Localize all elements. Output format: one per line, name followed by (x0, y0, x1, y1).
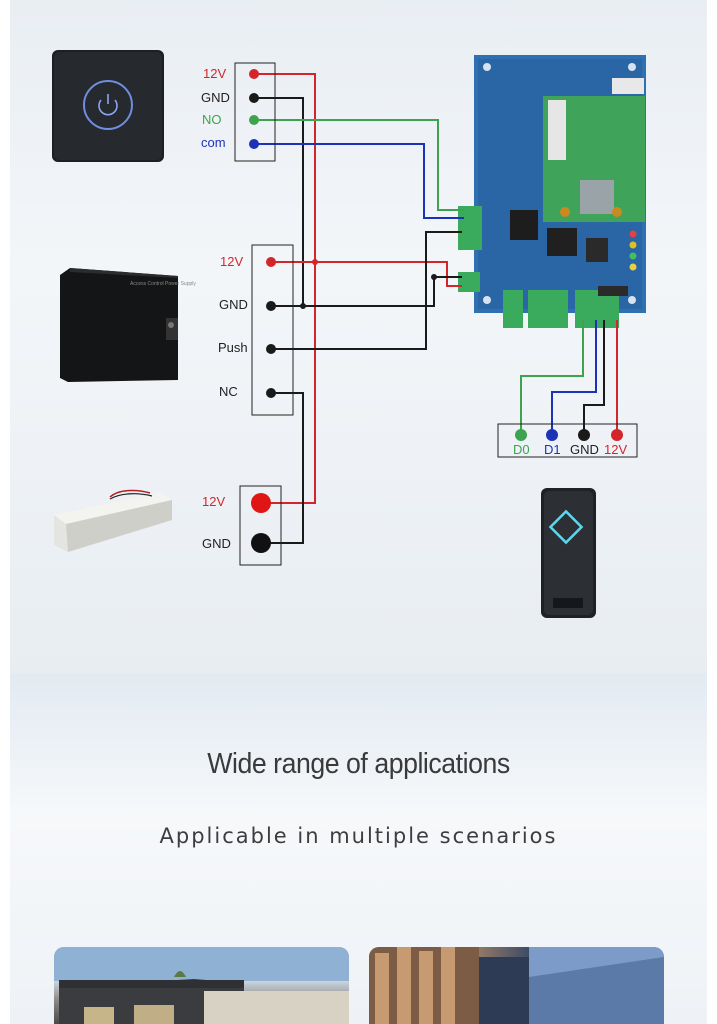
exit-label-12v: 12V (203, 66, 227, 81)
psu-label-gnd: GND (219, 297, 248, 312)
wires (254, 73, 618, 544)
building-image (369, 947, 664, 1024)
psu-label-nc: NC (219, 384, 238, 399)
lock-label-12v: 12V (202, 494, 226, 509)
exit-label-no: NO (202, 112, 222, 127)
reader-label-d1: D1 (544, 442, 561, 457)
exit-label-com: com (201, 135, 226, 150)
lock-label-gnd: GND (202, 536, 231, 551)
terminal-boxes (234, 62, 638, 566)
reader-label-12v: 12V (604, 442, 628, 457)
power-box-label: Access Control Power Supply (130, 281, 196, 287)
access-control-board (458, 55, 646, 328)
exit-label-gnd: GND (201, 90, 230, 105)
applications-subtitle: Applicable in multiple scenarios (159, 824, 558, 848)
application-photo-villa (54, 947, 349, 1024)
power-supply-box: Access Control Power Supply (60, 268, 196, 382)
reader-label-gnd: GND (570, 442, 599, 457)
villa-image (54, 947, 349, 1024)
reader-label-d0: D0 (513, 442, 530, 457)
wiring-svg: Access Control Power Supply (52, 50, 646, 618)
psu-label-push: Push (218, 340, 248, 355)
exit-button-device (52, 50, 164, 162)
application-photo-building (369, 947, 664, 1024)
card-reader-device (541, 488, 596, 618)
magnetic-lock-device (54, 489, 172, 552)
terminal-dots (249, 69, 623, 553)
applications-title: Wide range of applications (207, 748, 510, 780)
psu-label-12v: 12V (220, 254, 244, 269)
